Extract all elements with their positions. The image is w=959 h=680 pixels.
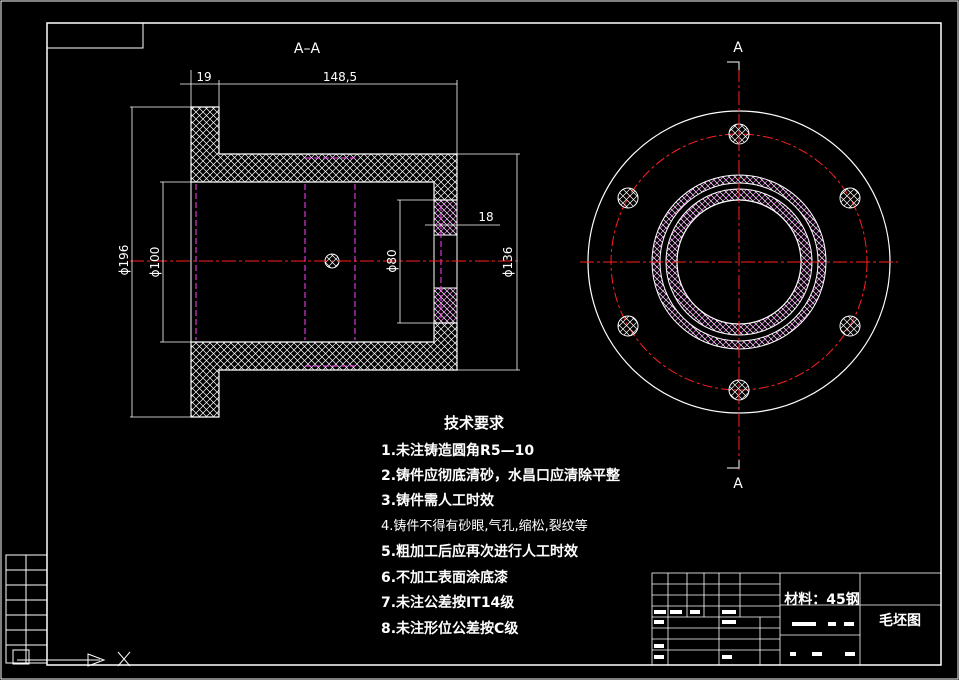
dimension-lines <box>130 70 520 418</box>
end-wall-lower <box>433 287 458 324</box>
bolt-holes <box>617 123 861 401</box>
drawing-name: 毛坯图 <box>879 612 921 629</box>
technical-notes: 技术要求 1.未注铸造圆角R5—10 2.铸件应彻底清砂，水昌口应清除平整 3.… <box>381 414 621 637</box>
note-item: 5.粗加工后应再次进行人工时效 <box>381 543 579 560</box>
dim-bore-step: 18 <box>478 210 493 224</box>
dim-bore-diameter: ϕ100 <box>148 247 162 278</box>
dim-outer-diameter: ϕ196 <box>117 245 131 276</box>
note-item: 7.未注公差按IT14级 <box>381 594 515 611</box>
material-label: 材料：45钢 <box>784 591 859 608</box>
end-wall-upper <box>433 199 458 236</box>
dim-body-diameter: ϕ136 <box>501 247 515 278</box>
hidden-lines <box>195 157 442 367</box>
notes-heading: 技术要求 <box>444 414 505 432</box>
note-item: 6.不加工表面涂底漆 <box>381 569 508 586</box>
cut-mark-bottom: A <box>733 476 743 492</box>
title-block-fills <box>654 610 855 659</box>
note-item: 1.未注铸造圆角R5—10 <box>381 442 534 459</box>
note-item: 2.铸件应彻底清砂，水昌口应清除平整 <box>381 467 621 484</box>
ucs-icon <box>5 554 131 667</box>
section-hatch <box>190 106 458 201</box>
note-item: 3.铸件需人工时效 <box>381 492 495 509</box>
note-item: 4.铸件不得有砂眼,气孔,缩松,裂纹等 <box>381 518 588 534</box>
section-hatch-lower <box>190 322 458 418</box>
title-block <box>651 572 942 666</box>
dim-flange-thickness: 19 <box>196 70 211 84</box>
dim-end-bore: ϕ80 <box>385 249 399 272</box>
dim-body-length: 148,5 <box>323 70 357 84</box>
section-view: A–A <box>117 41 520 418</box>
cut-mark-top: A <box>733 40 743 56</box>
note-item: 8.未注形位公差按C级 <box>381 620 519 637</box>
end-view: A A <box>580 40 898 492</box>
section-label: A–A <box>294 41 321 57</box>
